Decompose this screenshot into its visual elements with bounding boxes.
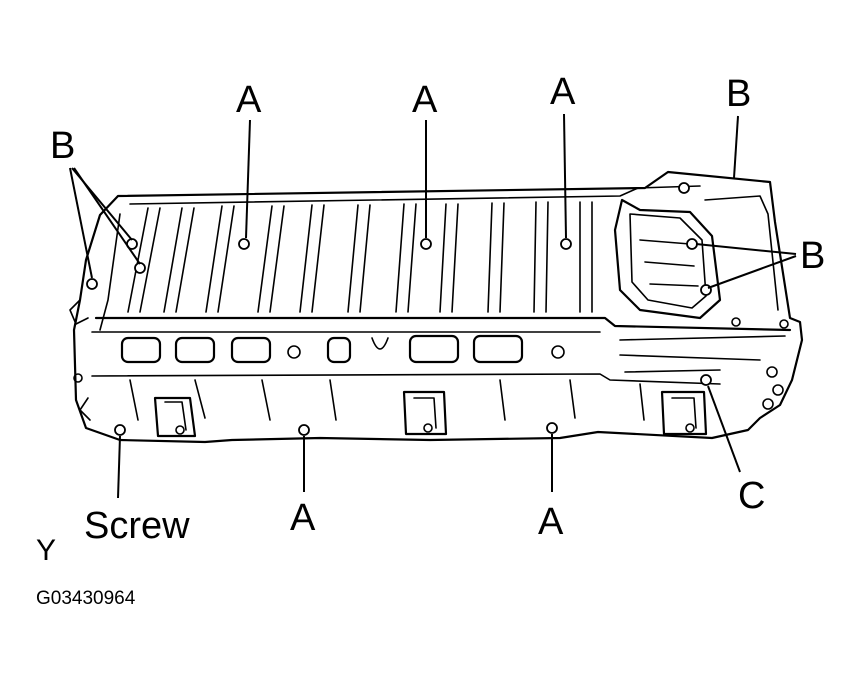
label-b-right: B bbox=[800, 235, 825, 277]
bolt-b-left-3 bbox=[134, 262, 146, 274]
figure-code: G03430964 bbox=[36, 588, 136, 609]
label-a-bottom-1: A bbox=[290, 497, 316, 539]
label-a-top-3: A bbox=[550, 71, 576, 113]
lower-skirt bbox=[69, 299, 789, 438]
bolt-c bbox=[700, 374, 712, 386]
bolt-b-left-1 bbox=[86, 278, 98, 290]
bolt-b-top-right bbox=[678, 182, 690, 194]
label-a-top-1: A bbox=[236, 79, 262, 121]
label-b-top-right: B bbox=[726, 73, 751, 115]
bolt-a-top-1 bbox=[238, 238, 250, 250]
label-a-top-2: A bbox=[412, 79, 438, 121]
leader-lines bbox=[69, 113, 797, 499]
callout-labels: A A A B B B C Screw A A Y G03430964 bbox=[36, 71, 825, 609]
right-raised-section bbox=[613, 195, 786, 373]
top-ribs bbox=[127, 201, 593, 313]
label-screw: Screw bbox=[84, 505, 190, 547]
housing-outline bbox=[72, 170, 804, 444]
bolts bbox=[86, 182, 712, 436]
bolt-a-bottom-2 bbox=[546, 422, 558, 434]
bolt-a-bottom-1 bbox=[298, 424, 310, 436]
screw-bolt bbox=[114, 424, 126, 436]
vent-openings bbox=[120, 334, 565, 364]
label-a-bottom-2: A bbox=[538, 501, 564, 543]
view-marker: Y bbox=[36, 534, 56, 567]
bolt-b-right-1 bbox=[686, 238, 698, 250]
bolt-a-top-2 bbox=[420, 238, 432, 250]
label-b-left: B bbox=[50, 125, 75, 167]
label-c: C bbox=[738, 475, 765, 517]
bolt-a-top-3 bbox=[560, 238, 572, 250]
